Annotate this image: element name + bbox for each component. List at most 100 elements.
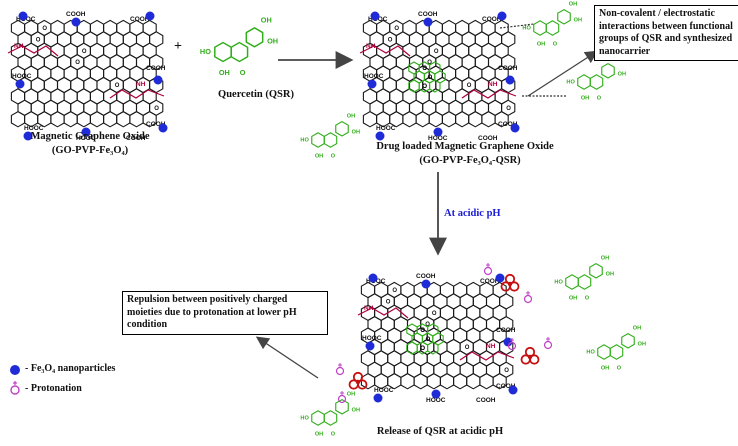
hexagon-ring	[408, 79, 420, 93]
oxygen-mark: O	[420, 346, 425, 352]
cooh-label: COOH	[146, 121, 166, 128]
biohazard-icon	[500, 273, 520, 292]
oh-label: OH	[601, 366, 609, 372]
nh-label: NH	[14, 43, 24, 50]
protonation-ring	[335, 366, 345, 376]
nh-label: NH	[364, 305, 374, 312]
graphene-sheet-release: OOOOOOHOOCCOOHCOOHHOOCCOOHCOOHHOOCHOOCCO…	[357, 273, 518, 404]
ring-a	[577, 74, 591, 90]
cooh-label: COOH	[478, 135, 498, 142]
cooh-label: COOH	[66, 11, 86, 18]
ring-c	[323, 132, 338, 148]
ho-label: HO	[522, 26, 531, 32]
fe3o4-particle	[18, 11, 28, 21]
hexagon-ring	[455, 110, 470, 128]
fe3o4-particle	[433, 127, 443, 137]
oh-label: OH	[638, 342, 646, 348]
ring-c	[323, 410, 338, 426]
ring-a	[597, 344, 611, 360]
oxygen-mark: O	[420, 328, 425, 334]
oxygen-mark: O	[420, 328, 425, 334]
cooh-label: COOH	[418, 11, 438, 18]
hexagon-ring	[466, 372, 481, 390]
hexagon-ring	[453, 372, 468, 390]
hexagon-ring	[428, 110, 443, 128]
ring-b	[557, 8, 571, 25]
pvp-chain	[357, 307, 409, 319]
cooh-label: COOH	[482, 16, 502, 23]
pvp-chain	[359, 45, 411, 57]
hooc-label: HOOC	[16, 16, 36, 23]
fe3o4-particle	[421, 279, 431, 289]
quercetin-label: Quercetin (QSR)	[218, 89, 294, 100]
protonation-ring	[523, 294, 533, 304]
nh-label: NH	[488, 81, 498, 88]
ring-b	[245, 27, 264, 48]
fe3o4-particle	[423, 17, 433, 27]
pvp-chain	[7, 45, 59, 57]
oh-label: OH	[581, 96, 589, 102]
hexagon-ring	[415, 110, 430, 128]
hazard-lobe	[500, 281, 511, 292]
carbonyl-o: O	[617, 366, 622, 372]
hooc-label: HOOC	[76, 135, 96, 142]
oxygen-mark: O	[427, 60, 432, 66]
oxygen-mark: O	[42, 26, 47, 32]
oh-label: OH	[261, 16, 272, 25]
oh-label: OH	[569, 296, 577, 302]
fe3o4-particle	[370, 11, 380, 21]
ring-c	[609, 344, 624, 360]
legend-protonation: - Protonation	[25, 383, 82, 394]
ho-label: HO	[200, 47, 211, 56]
oh-label: OH	[315, 432, 323, 438]
cooh-label: COOH	[126, 135, 146, 142]
cooh-label: COOH	[476, 397, 496, 404]
arrow-to-box	[527, 50, 599, 97]
arrow-to-repulsion-box	[255, 336, 319, 379]
hooc-label: HOOC	[376, 125, 396, 132]
oh-label: OH	[618, 72, 626, 78]
hazard-lobe	[520, 354, 531, 365]
repulsion-box: Repulsion between positively charged moi…	[122, 291, 328, 335]
hexagon-ring	[468, 110, 483, 128]
nh-label: NH	[486, 343, 496, 350]
oh-label: OH	[352, 130, 360, 136]
hexagon-ring	[492, 372, 507, 390]
fe3o4-particle	[510, 123, 520, 133]
cooh-label: COOH	[496, 327, 516, 334]
oxygen-mark: O	[82, 49, 87, 55]
fe3o4-particle	[71, 17, 81, 27]
hexagon-ring	[402, 110, 417, 128]
fe3o4-particle	[368, 273, 378, 283]
hooc-label: HOOC	[368, 16, 388, 23]
fe3o4-particle	[373, 393, 383, 403]
hooc-label: HOOC	[364, 73, 384, 80]
ring-c	[589, 74, 604, 90]
fe3o4-particle	[505, 75, 515, 85]
hexagon-ring	[429, 79, 441, 93]
oxygen-mark: O	[392, 288, 397, 294]
protonation-ring	[337, 394, 347, 404]
hazard-lobe	[348, 379, 359, 390]
ho-label: HO	[586, 350, 595, 356]
protonation-ring	[543, 340, 553, 350]
fe3o4-particle	[158, 123, 168, 133]
carbonyl-o: O	[585, 296, 590, 302]
acidic-ph-label: At acidic pH	[444, 208, 501, 219]
oxygen-mark: O	[428, 75, 433, 81]
hexagon-ring	[129, 110, 144, 128]
hooc-label: HOOC	[12, 73, 32, 80]
carbonyl-o: O	[331, 154, 336, 160]
fe3o4-particle	[431, 389, 441, 399]
oxygen-mark: O	[394, 26, 399, 32]
ring-c	[230, 41, 249, 63]
graphene-sheet-start: OOOOOOHOOCCOOHCOOHHOOCCOOHCOOHHOOCHOOCCO…	[7, 11, 168, 142]
